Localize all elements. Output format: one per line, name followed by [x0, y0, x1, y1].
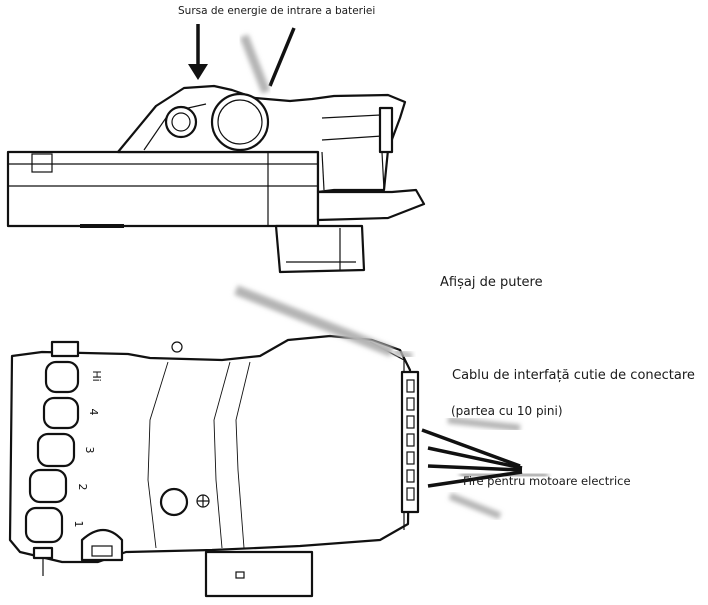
indicator-light	[171, 341, 183, 353]
label-power-display: Afișaj de putere	[440, 275, 543, 290]
mark-4: 4	[87, 409, 100, 416]
mark-hi: Hi	[90, 370, 103, 381]
button-hi	[44, 360, 80, 394]
button-4	[42, 396, 80, 430]
rear-tab	[378, 106, 394, 154]
round-port	[159, 487, 189, 517]
body-latch	[31, 153, 53, 173]
mark-3: 3	[83, 447, 96, 454]
top-clip	[50, 340, 80, 358]
bottom-view-arrows	[234, 285, 549, 520]
button-2	[28, 468, 68, 504]
connector-block	[274, 224, 366, 274]
bottom-connector	[204, 550, 314, 598]
mark-1: 1	[72, 521, 85, 528]
button-1	[24, 506, 64, 544]
input-knob	[164, 105, 198, 139]
mark-2: 2	[76, 484, 89, 491]
main-body	[6, 150, 320, 228]
label-motor-cable: Fire pentru motoare electrice	[463, 474, 631, 488]
pin-header	[400, 370, 420, 514]
button-marks: Hi 4 3 2 1	[72, 370, 103, 527]
front-view-device	[8, 334, 420, 598]
label-pin-side: (partea cu 10 pini)	[451, 404, 563, 418]
side-hook	[32, 546, 54, 560]
side-bracket	[316, 188, 426, 222]
button-3	[36, 432, 76, 468]
main-dial	[210, 92, 270, 152]
label-junction-cable: Cablu de interfață cutie de conectare	[452, 368, 695, 383]
top-view-device	[6, 84, 426, 274]
face-housing	[8, 334, 412, 564]
top-view-arrows	[188, 24, 296, 94]
label-battery-input: Sursa de energie de intrare a bateriei	[178, 5, 376, 17]
